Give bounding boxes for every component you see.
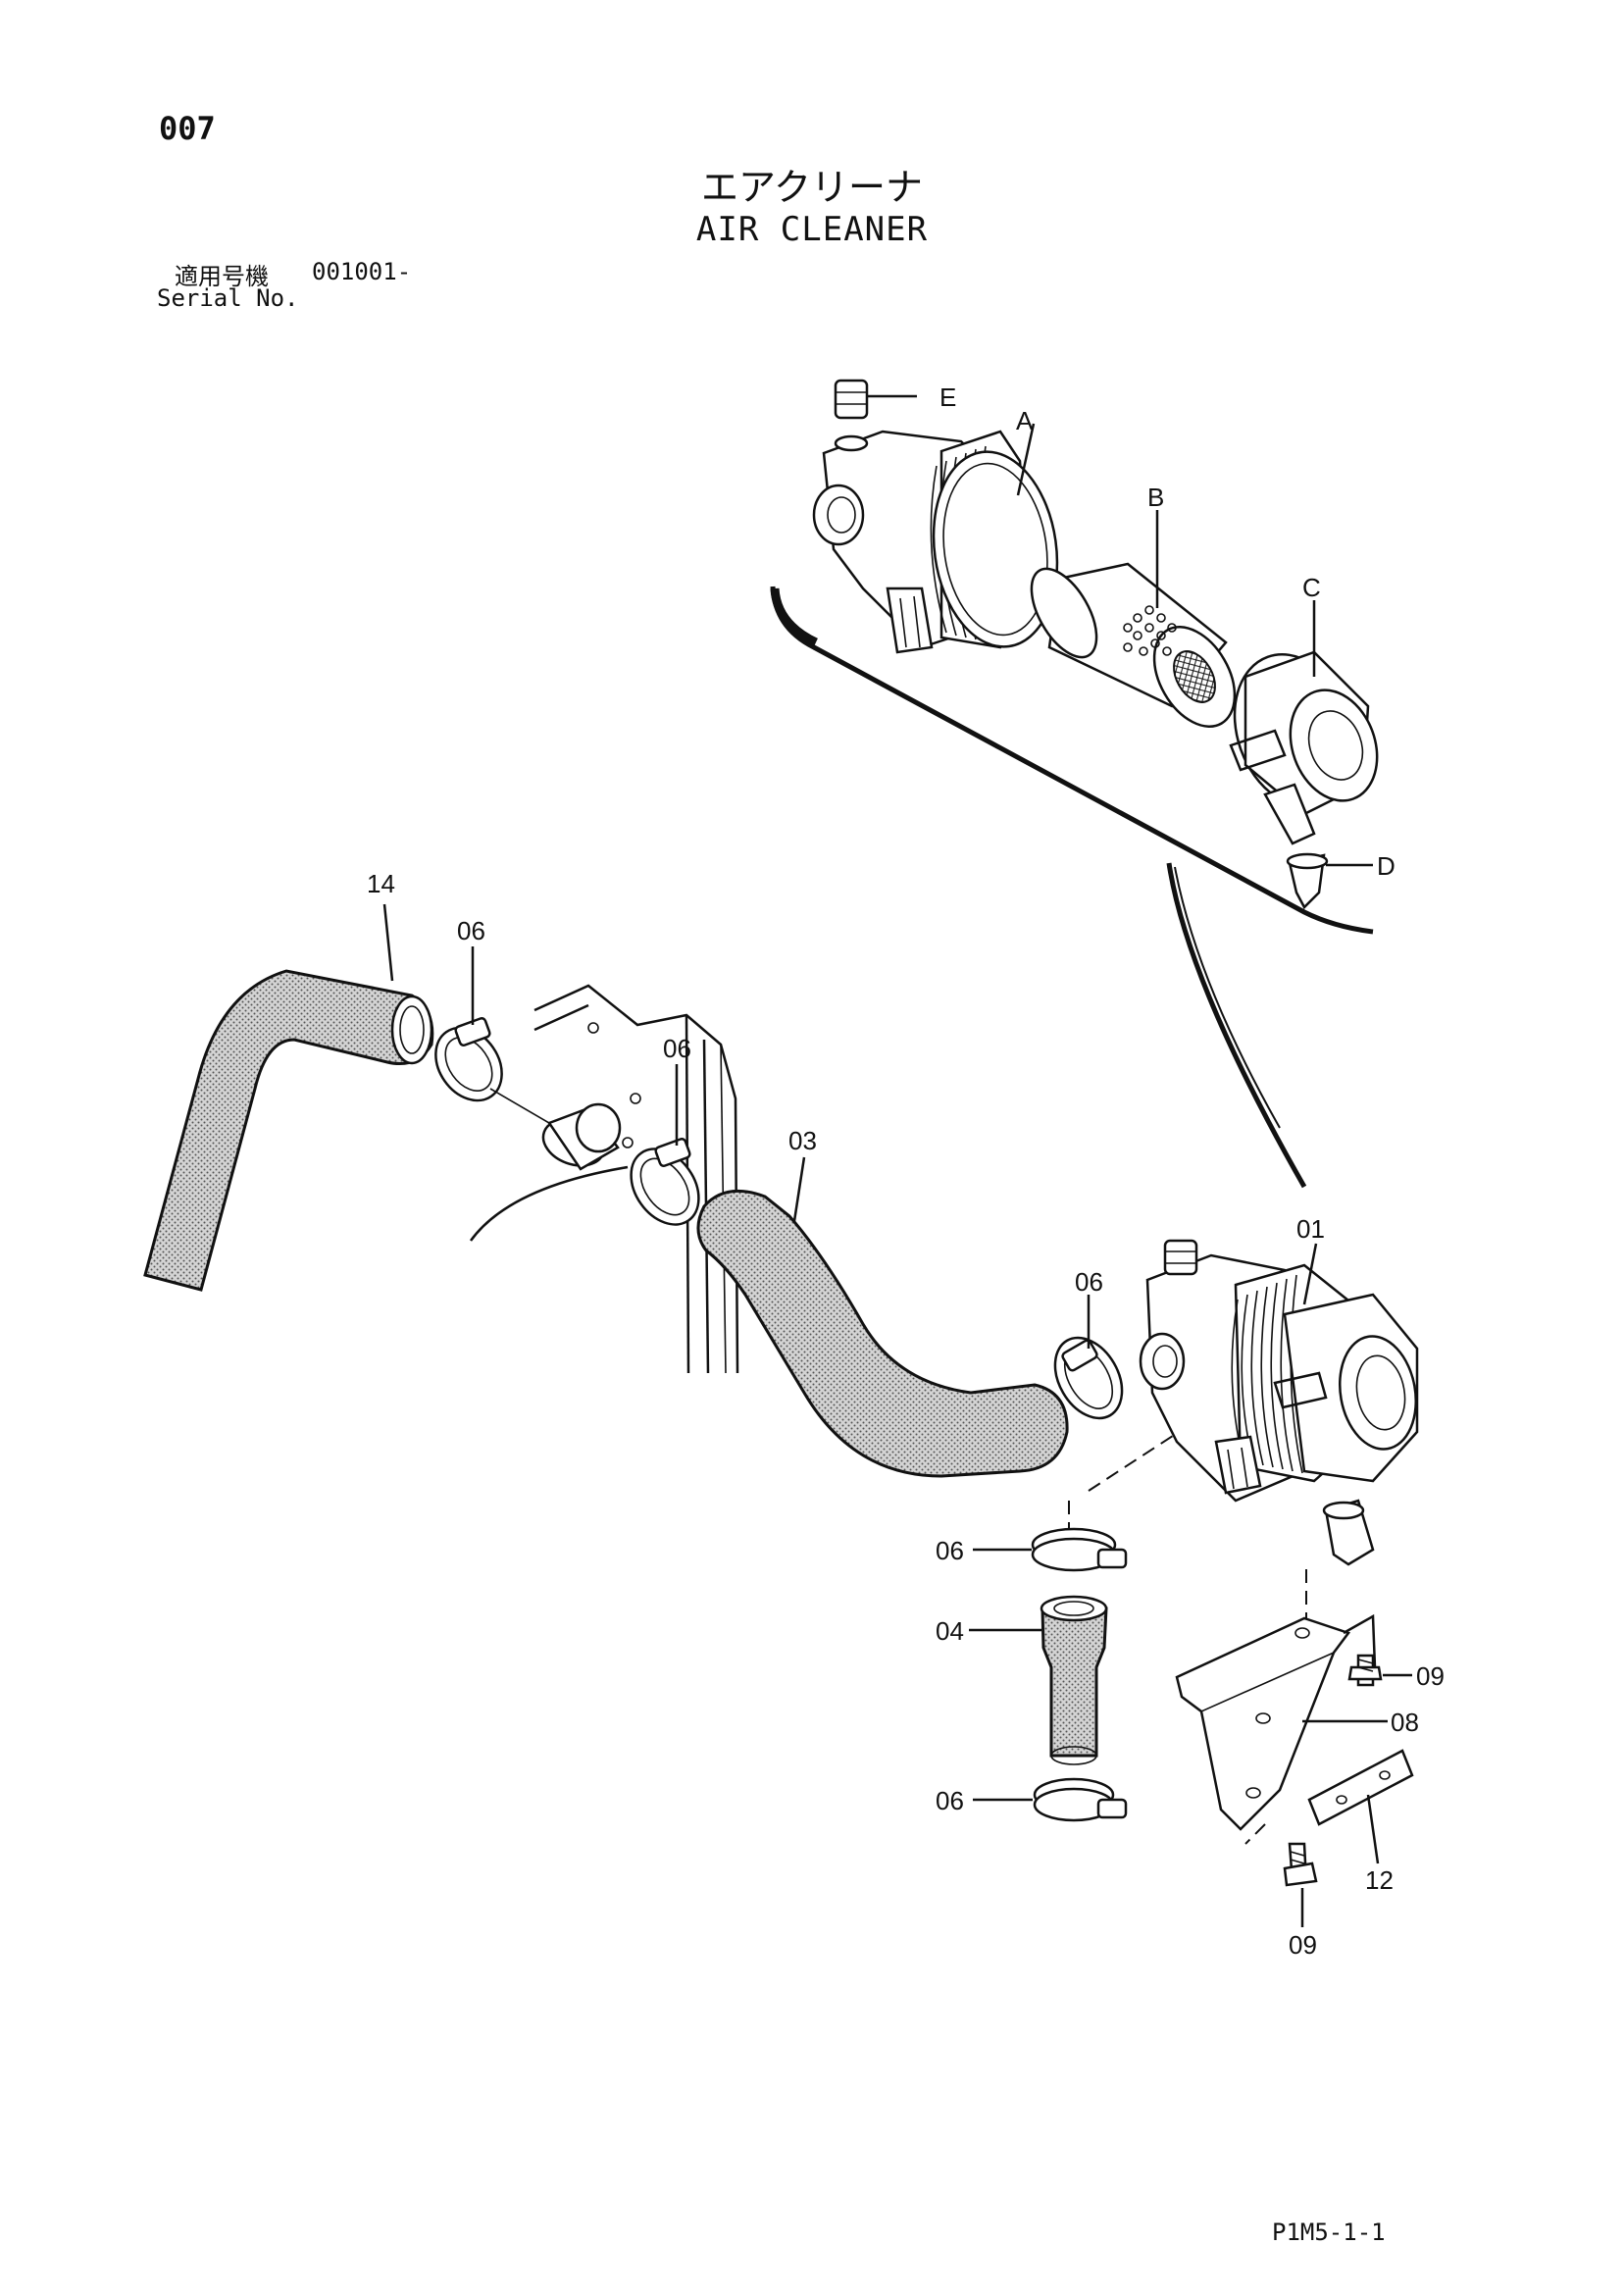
callout-09-top: 09 xyxy=(1416,1661,1445,1691)
callout-09-bottom: 09 xyxy=(1289,1930,1317,1960)
serial-label-japanese: 適用号機 xyxy=(175,263,269,290)
leader-14 xyxy=(382,903,394,982)
callout-c: C xyxy=(1302,573,1321,602)
assembly-line-4 xyxy=(1244,1823,1266,1845)
dust-valve-d xyxy=(1286,852,1373,910)
serial-label-english: Serial No. xyxy=(157,284,299,312)
leader-03 xyxy=(792,1156,806,1222)
hose-clamp-06-mid xyxy=(630,1138,700,1226)
callout-08: 08 xyxy=(1391,1708,1419,1737)
filter-element-b xyxy=(1030,562,1237,728)
leader-01 xyxy=(1302,1243,1318,1305)
air-cleaner-body-a xyxy=(812,430,1059,654)
callout-d: D xyxy=(1377,851,1396,881)
callout-06-lower: 06 xyxy=(936,1536,964,1565)
vacuator-valve-e xyxy=(834,379,917,452)
callout-12: 12 xyxy=(1365,1865,1394,1895)
hose-03 xyxy=(696,1189,1069,1478)
plate-12 xyxy=(1307,1749,1414,1826)
callout-b: B xyxy=(1147,483,1164,512)
callout-04: 04 xyxy=(936,1616,964,1646)
callout-14: 14 xyxy=(367,869,395,898)
connector-pipe xyxy=(541,1102,622,1171)
machine-body-outline xyxy=(770,586,1374,1189)
hose-clamp-06-top xyxy=(434,1017,503,1102)
callout-06-right: 06 xyxy=(1075,1267,1103,1297)
leader-12 xyxy=(1366,1794,1380,1864)
air-cleaner-assembly-01 xyxy=(1139,1239,1419,1566)
hose-14 xyxy=(143,969,434,1292)
callout-06-top: 06 xyxy=(457,916,485,945)
assembly-line-1 xyxy=(1088,1431,1180,1492)
callout-03: 03 xyxy=(788,1126,817,1155)
hose-clamp-06-lower xyxy=(1031,1527,1128,1572)
hose-clamp-06-bottom xyxy=(1033,1777,1128,1822)
bolt-09-top xyxy=(1347,1654,1383,1687)
leader-a xyxy=(1016,423,1036,496)
callout-a: A xyxy=(1016,406,1034,435)
mounting-bracket-plate xyxy=(469,984,739,1374)
page-number: 007 xyxy=(159,110,216,147)
bracket-08 xyxy=(1175,1613,1377,1831)
callout-e: E xyxy=(939,383,956,412)
bolt-09-bottom xyxy=(1283,1842,1318,1887)
hose-04 xyxy=(1040,1595,1108,1765)
title-japanese: エアクリーナ xyxy=(700,166,924,209)
title-english: AIR CLEANER xyxy=(695,210,929,249)
callout-06-bottom: 06 xyxy=(936,1786,964,1815)
hose-14-end xyxy=(390,995,433,1065)
callout-01: 01 xyxy=(1296,1214,1325,1244)
figure-code: P1M5-1-1 xyxy=(1272,2219,1386,2246)
cover-c xyxy=(1229,650,1379,845)
callout-06-mid: 06 xyxy=(663,1034,691,1063)
serial-number-value: 001001- xyxy=(312,258,412,285)
